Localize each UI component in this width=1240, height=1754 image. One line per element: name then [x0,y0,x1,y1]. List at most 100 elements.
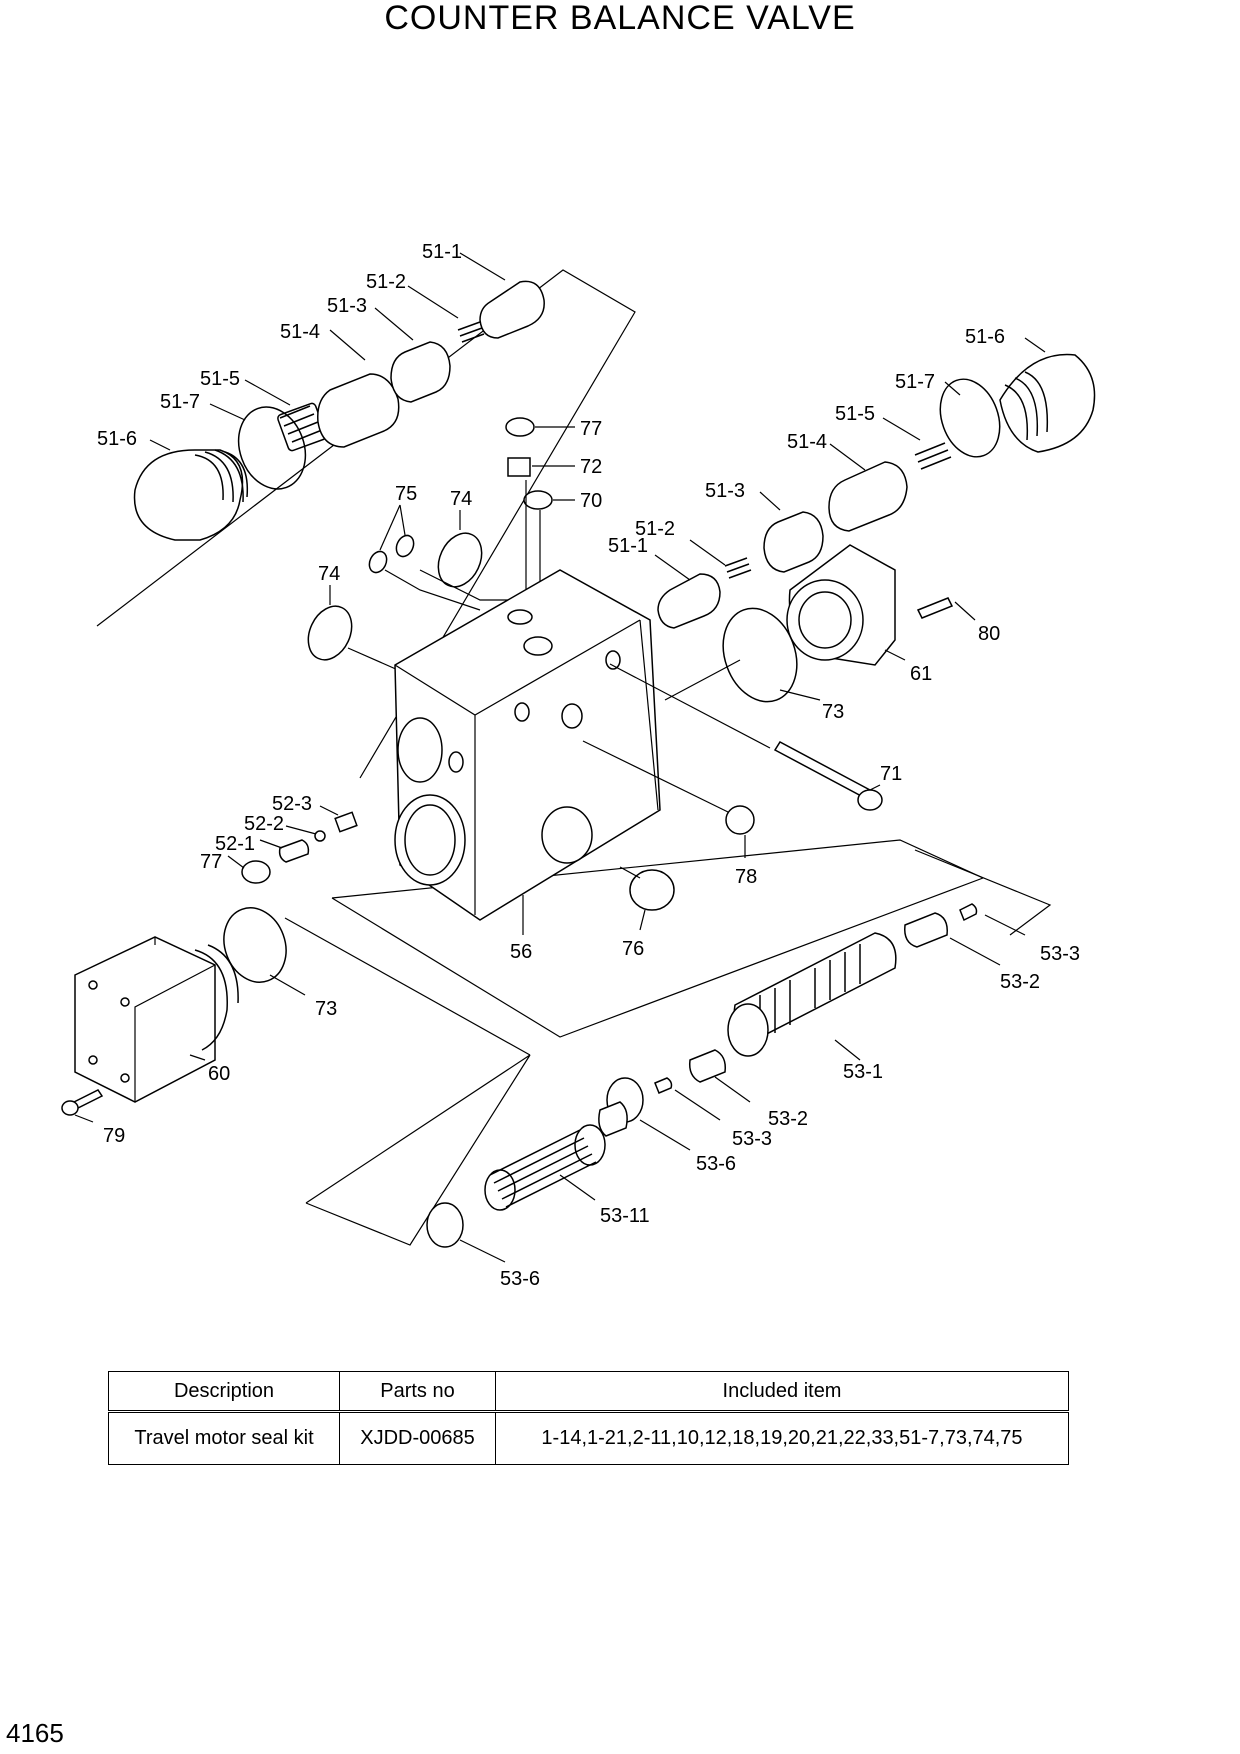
plug-72 [507,457,531,477]
leaders-upper-left [149,252,506,451]
oring-73-left [223,907,287,983]
label-52-1: 52-1 [215,833,255,855]
pin-51-1-right [657,573,721,629]
seat-51-3-left [390,341,451,403]
label-51-3-top: 51-3 [327,295,367,317]
plug-76 [629,869,675,911]
label-75: 75 [395,483,417,505]
header-included-item: Included item [495,1371,1069,1413]
relief-valve-left [133,280,545,541]
spring-51-5-left [279,405,323,443]
plug-77-left [241,860,271,884]
check-valve-52 [227,805,358,884]
label-53-3-mid: 53-3 [732,1128,772,1150]
plug-77-top [505,417,535,437]
label-52-3: 52-3 [272,793,312,815]
group-outlines [96,269,1052,1246]
page-title: COUNTER BALANCE VALVE [384,0,856,37]
label-79: 79 [103,1125,125,1147]
label-53-2-top: 53-2 [1000,971,1040,993]
seal-kit-table: Description Parts no Included item Trave… [108,1371,1069,1465]
label-53-1: 53-1 [843,1061,883,1083]
spring-51-5-right [914,442,952,470]
part-53-2-mid [688,1049,727,1083]
cover-60 [61,907,306,1123]
bolt-71 [609,663,883,811]
header-description: Description [108,1371,340,1413]
plug-51-6-right [999,353,1096,453]
part-labels: 51-1 51-2 51-3 51-4 51-5 51-7 51-6 77 72… [97,241,1080,1290]
label-51-6-right: 51-6 [965,326,1005,348]
label-51-4-top: 51-4 [280,321,320,343]
plug-51-6-left [133,449,244,541]
label-51-5-left: 51-5 [200,368,240,390]
oring-51-7-right [939,378,1001,458]
label-51-2-right: 51-2 [635,518,675,540]
label-77-left: 77 [200,851,222,873]
label-74-b: 74 [318,563,340,585]
label-71: 71 [880,763,902,785]
poppet-51-4-left [317,373,400,448]
label-72: 72 [580,456,602,478]
label-73-right: 73 [822,701,844,723]
oring-51-7-left [237,406,307,490]
part-52-3 [334,811,358,833]
label-77-top: 77 [580,418,602,440]
label-53-6-bottom: 53-6 [500,1268,540,1290]
label-53-6-mid: 53-6 [696,1153,736,1175]
label-73-left: 73 [315,998,337,1020]
port-upper-left [397,717,443,783]
label-51-7-left: 51-7 [160,391,200,413]
plugs-78-76 [582,740,755,931]
page-number: 4165 [6,1718,64,1748]
bolt-80 [916,597,954,619]
retainer-53-6-bottom [426,1202,464,1248]
part-53-2-top [904,912,948,948]
table-row: Travel motor seal kit XJDD-00685 1-14,1-… [108,1411,1069,1465]
pin-51-1-left [479,280,545,339]
port-lower-left [394,794,466,886]
plug-78 [725,805,755,835]
poppet-51-4-right [828,461,908,532]
label-61: 61 [910,663,932,685]
part-52-2 [314,830,326,842]
label-78: 78 [735,866,757,888]
label-70: 70 [580,490,602,512]
label-51-3-right: 51-3 [705,480,745,502]
label-51-2-top: 51-2 [366,271,406,293]
label-76: 76 [622,938,644,960]
label-51-4-right: 51-4 [787,431,827,453]
header-parts-no: Parts no [339,1371,496,1413]
label-51-1-right: 51-1 [608,535,648,557]
spring-51-2-left [457,321,485,343]
part-53-3-mid [654,1077,673,1094]
label-53-3-top: 53-3 [1040,943,1080,965]
cell-included-item: 1-14,1-21,2-11,10,12,18,19,20,21,22,33,5… [495,1411,1069,1465]
label-74-a: 74 [450,488,472,510]
cell-description: Travel motor seal kit [108,1411,340,1465]
label-51-1-top: 51-1 [422,241,462,263]
plug-70 [523,490,553,510]
part-53-3-top [959,903,978,922]
label-52-2: 52-2 [244,813,284,835]
label-51-6-left: 51-6 [97,428,137,450]
cover-61 [664,544,976,703]
spring-53-11 [489,1129,597,1208]
label-51-5-right: 51-5 [835,403,875,425]
label-53-11: 53-11 [600,1205,650,1227]
part-52-1 [278,839,310,863]
valve-body-56 [394,569,661,935]
label-51-7-right: 51-7 [895,371,935,393]
label-56: 56 [510,941,532,963]
orings-75-74 [307,504,530,671]
cell-parts-no: XJDD-00685 [339,1411,496,1465]
label-80: 80 [978,623,1000,645]
spool-assembly-53 [426,903,1026,1263]
relief-valve-right [654,337,1096,629]
label-60: 60 [208,1063,230,1085]
table-header-row: Description Parts no Included item [108,1371,1069,1413]
spring-51-2-right [724,557,752,579]
label-53-2-mid: 53-2 [768,1108,808,1130]
seat-51-3-right [763,511,824,573]
